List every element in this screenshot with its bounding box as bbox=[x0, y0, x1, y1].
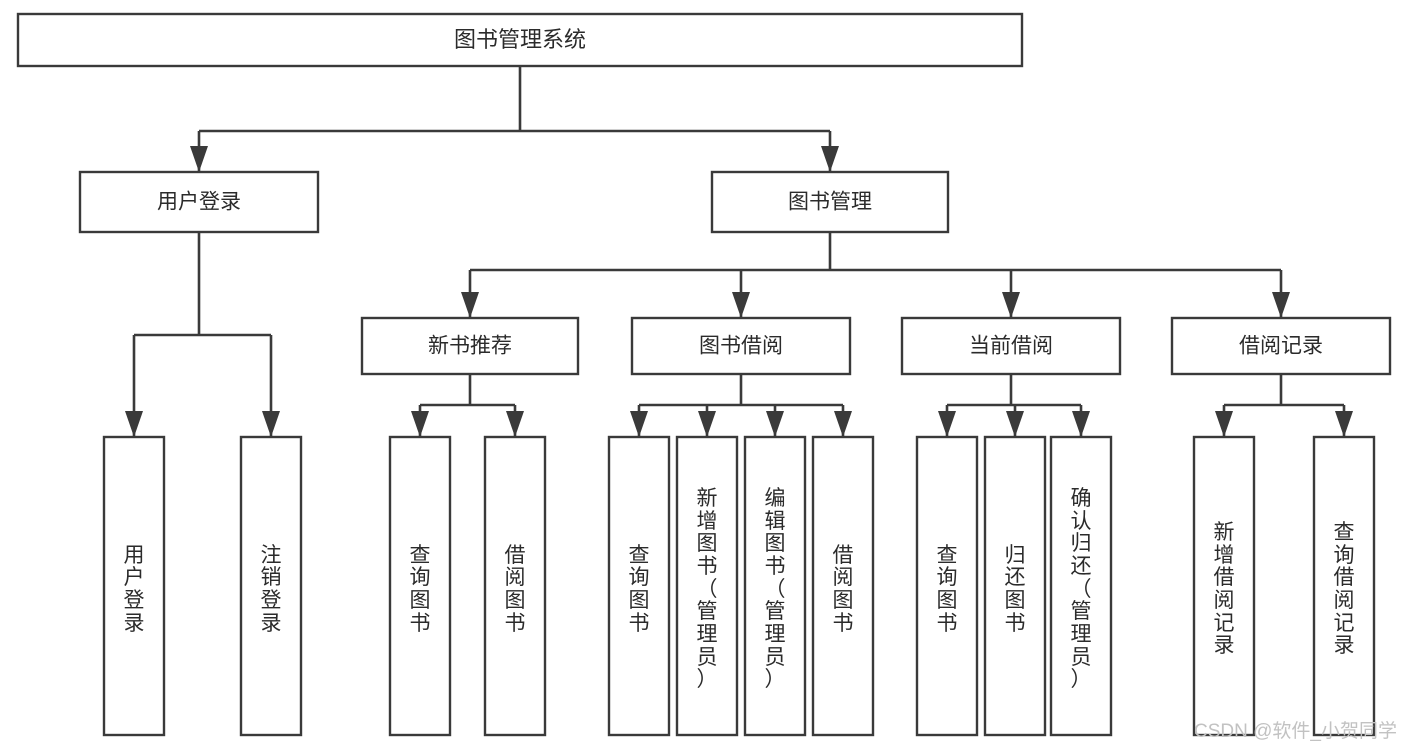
arrow-to-level1 bbox=[821, 146, 839, 172]
arrow-to-leaf bbox=[1072, 411, 1090, 437]
arrow-to-level2 bbox=[1002, 292, 1020, 318]
arrow-to-leaf bbox=[125, 411, 143, 437]
arrow-to-leaf bbox=[1215, 411, 1233, 437]
arrow-to-level1 bbox=[190, 146, 208, 172]
node-label-level2-0: 新书推荐 bbox=[428, 335, 512, 358]
arrow-to-level2 bbox=[461, 292, 479, 318]
boxes-layer bbox=[16, 12, 1392, 737]
node-leaf-6[interactable] bbox=[743, 435, 807, 737]
arrow-to-leaf bbox=[630, 411, 648, 437]
node-leaf-7[interactable] bbox=[811, 435, 875, 737]
node-leaf-12[interactable] bbox=[1312, 435, 1376, 737]
arrow-to-leaf bbox=[262, 411, 280, 437]
arrow-to-level2 bbox=[1272, 292, 1290, 318]
connectors-layer bbox=[125, 66, 1353, 437]
node-level1-0[interactable] bbox=[78, 170, 320, 234]
node-root-label: 图书管理系统 bbox=[454, 27, 586, 52]
node-level1-1[interactable] bbox=[710, 170, 950, 234]
node-level2-1[interactable] bbox=[630, 316, 852, 376]
arrow-to-leaf bbox=[1335, 411, 1353, 437]
arrow-to-leaf bbox=[1006, 411, 1024, 437]
node-level2-3[interactable] bbox=[1170, 316, 1392, 376]
arrow-to-leaf bbox=[834, 411, 852, 437]
arrow-to-level2 bbox=[732, 292, 750, 318]
node-level1-label-1: 图书管理 bbox=[788, 191, 872, 214]
node-level2-2[interactable] bbox=[900, 316, 1122, 376]
node-leaf-4[interactable] bbox=[607, 435, 671, 737]
arrow-to-leaf bbox=[411, 411, 429, 437]
node-leaf-5[interactable] bbox=[675, 435, 739, 737]
arrow-to-leaf bbox=[938, 411, 956, 437]
arrow-to-leaf bbox=[766, 411, 784, 437]
node-label-level2-1: 图书借阅 bbox=[699, 335, 783, 358]
node-root[interactable] bbox=[16, 12, 1024, 68]
node-leaf-0[interactable] bbox=[102, 435, 166, 737]
csdn-watermark: CSDN @软件_小贺同学 bbox=[1194, 721, 1397, 742]
node-leaf-9[interactable] bbox=[983, 435, 1047, 737]
arrow-to-leaf bbox=[698, 411, 716, 437]
node-leaf-3[interactable] bbox=[483, 435, 547, 737]
node-label-level2-3: 借阅记录 bbox=[1239, 335, 1323, 358]
node-leaf-8[interactable] bbox=[915, 435, 979, 737]
node-level2-0[interactable] bbox=[360, 316, 580, 376]
node-leaf-11[interactable] bbox=[1192, 435, 1256, 737]
node-label-level2-2: 当前借阅 bbox=[969, 335, 1053, 358]
node-leaf-2[interactable] bbox=[388, 435, 452, 737]
node-level1-label-0: 用户登录 bbox=[157, 191, 241, 214]
arrow-to-leaf bbox=[506, 411, 524, 437]
node-leaf-1[interactable] bbox=[239, 435, 303, 737]
node-leaf-10[interactable] bbox=[1049, 435, 1113, 737]
